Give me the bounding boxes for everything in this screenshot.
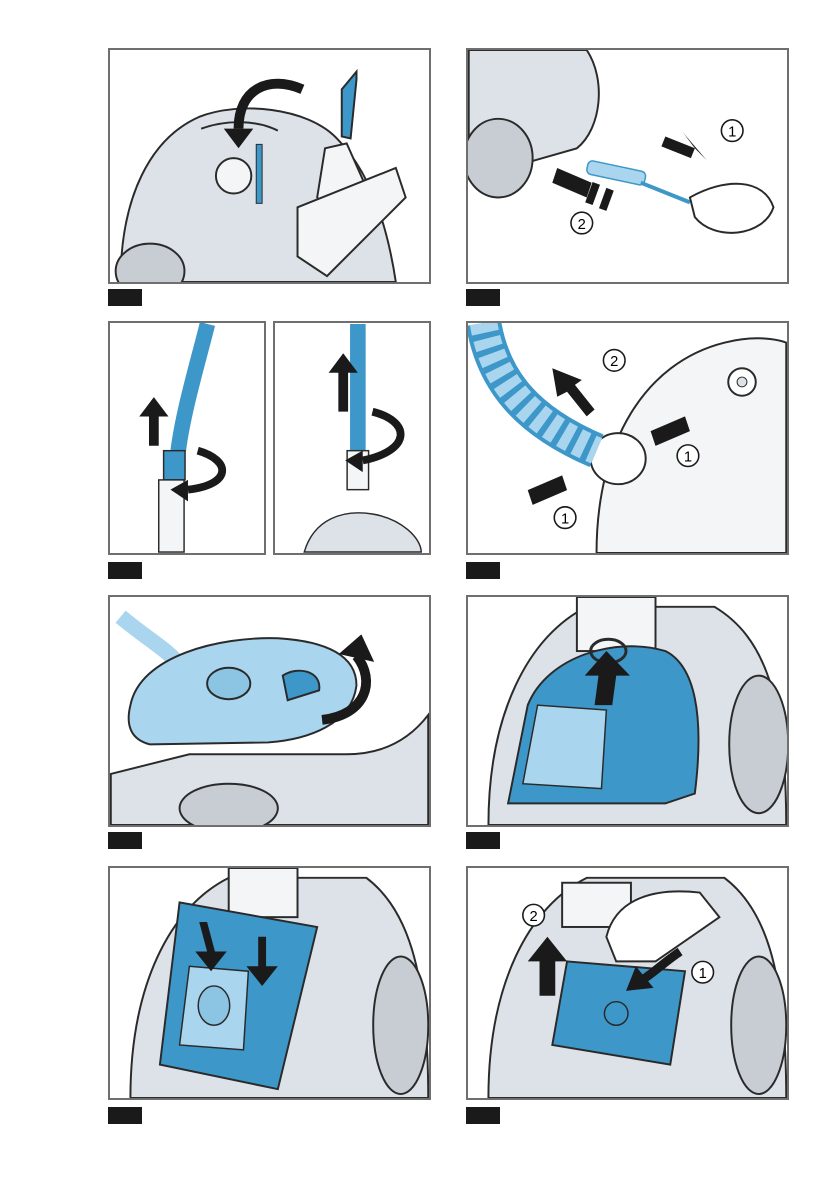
straight-arrow-icon xyxy=(139,397,168,446)
callout-number: 1 xyxy=(728,125,736,141)
figure-8-label-tag xyxy=(466,1107,500,1124)
figure-3a-illustration xyxy=(110,323,264,553)
figure-6-label-tag xyxy=(466,832,500,849)
callout-number: 2 xyxy=(578,217,586,233)
figure-7-illustration xyxy=(110,868,429,1098)
figure-4-illustration: 2 1 1 xyxy=(468,323,787,553)
figure-1-illustration xyxy=(110,50,429,282)
rotate-arrow-icon xyxy=(188,451,222,490)
callout-number: 1 xyxy=(684,450,692,466)
figure-6-illustration xyxy=(468,597,787,825)
figure-7-label-tag xyxy=(108,1107,142,1124)
figure-5-label-tag xyxy=(108,832,142,849)
figure-2-label-tag xyxy=(466,289,500,306)
straight-arrow-icon xyxy=(552,368,594,416)
figure-7-insert-bag-panel xyxy=(108,866,431,1100)
callout-number: 2 xyxy=(610,354,618,370)
callout-number: 1 xyxy=(699,966,707,982)
figure-3a-twist-panel xyxy=(108,321,266,555)
figure-5-open-lid-panel xyxy=(108,595,431,827)
figure-4-label-tag xyxy=(466,562,500,579)
straight-arrow-icon xyxy=(661,137,694,159)
figure-2-unplug-panel: 1 2 xyxy=(466,48,789,284)
callout-number: 1 xyxy=(561,512,569,528)
figure-4-release-hose-panel: 2 1 1 xyxy=(466,321,789,555)
figure-8-illustration: 2 1 xyxy=(468,868,787,1098)
callout-number: 2 xyxy=(530,909,538,925)
straight-arrow-icon xyxy=(552,168,591,197)
figure-1-attach-hose-panel xyxy=(108,48,431,284)
figure-5-illustration xyxy=(110,597,429,825)
straight-arrow-icon xyxy=(528,475,567,504)
figure-3b-twist-panel xyxy=(273,321,431,555)
figure-6-lift-bag-holder-panel xyxy=(466,595,789,827)
figure-3b-illustration xyxy=(275,323,429,553)
figure-8-remove-filter-panel: 2 1 xyxy=(466,866,789,1100)
figure-2-illustration: 1 2 xyxy=(468,50,787,282)
figure-3-label-tag xyxy=(108,562,142,579)
figure-1-label-tag xyxy=(108,289,142,306)
